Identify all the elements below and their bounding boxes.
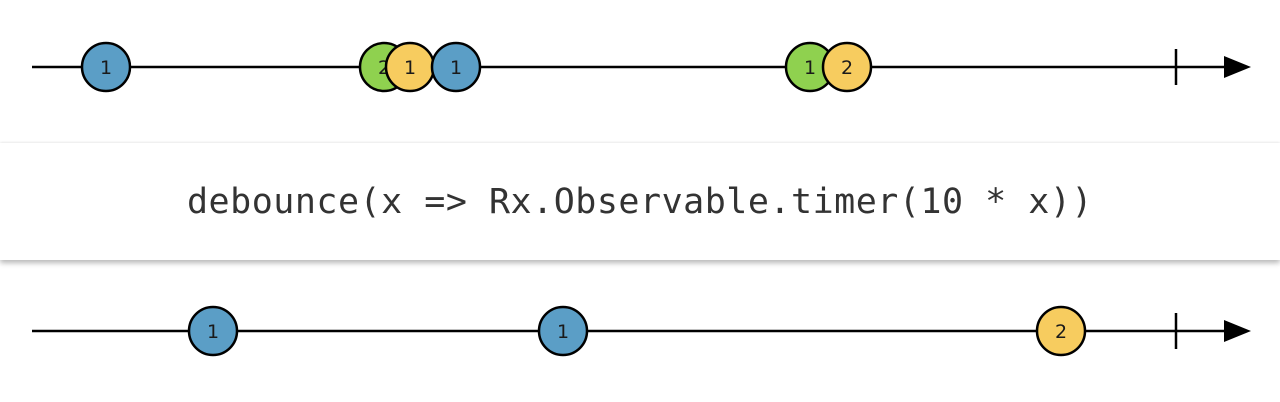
timeline-arrow-icon bbox=[1224, 320, 1251, 342]
marble-label: 1 bbox=[450, 57, 462, 79]
marble-label: 1 bbox=[100, 57, 112, 79]
marble: 1 bbox=[187, 305, 239, 357]
marble-circle bbox=[821, 41, 873, 93]
marble: 1 bbox=[80, 41, 132, 93]
marble-label: 1 bbox=[207, 321, 219, 343]
marble-label: 2 bbox=[841, 57, 853, 79]
marble: 1 bbox=[537, 305, 589, 357]
marble-label: 2 bbox=[1055, 321, 1067, 343]
marble-label: 1 bbox=[557, 321, 569, 343]
marble-label: 1 bbox=[804, 57, 816, 79]
operator-box: debounce(x => Rx.Observable.timer(10 * x… bbox=[0, 143, 1280, 260]
marble: 1 bbox=[384, 41, 436, 93]
marble-circle bbox=[1035, 305, 1087, 357]
marble-circle bbox=[80, 41, 132, 93]
marble-label: 1 bbox=[404, 57, 416, 79]
marble-circle bbox=[430, 41, 482, 93]
marble: 1 bbox=[430, 41, 482, 93]
result-timeline: 1 1 2 bbox=[32, 305, 1251, 357]
marble: 2 bbox=[821, 41, 873, 93]
operator-label: debounce(x => Rx.Observable.timer(10 * x… bbox=[186, 181, 1093, 222]
marble-circle bbox=[187, 305, 239, 357]
marble: 1 bbox=[784, 41, 836, 93]
marble-circle bbox=[537, 305, 589, 357]
timeline-arrow-icon bbox=[1224, 56, 1251, 78]
marble: 2 bbox=[1035, 305, 1087, 357]
